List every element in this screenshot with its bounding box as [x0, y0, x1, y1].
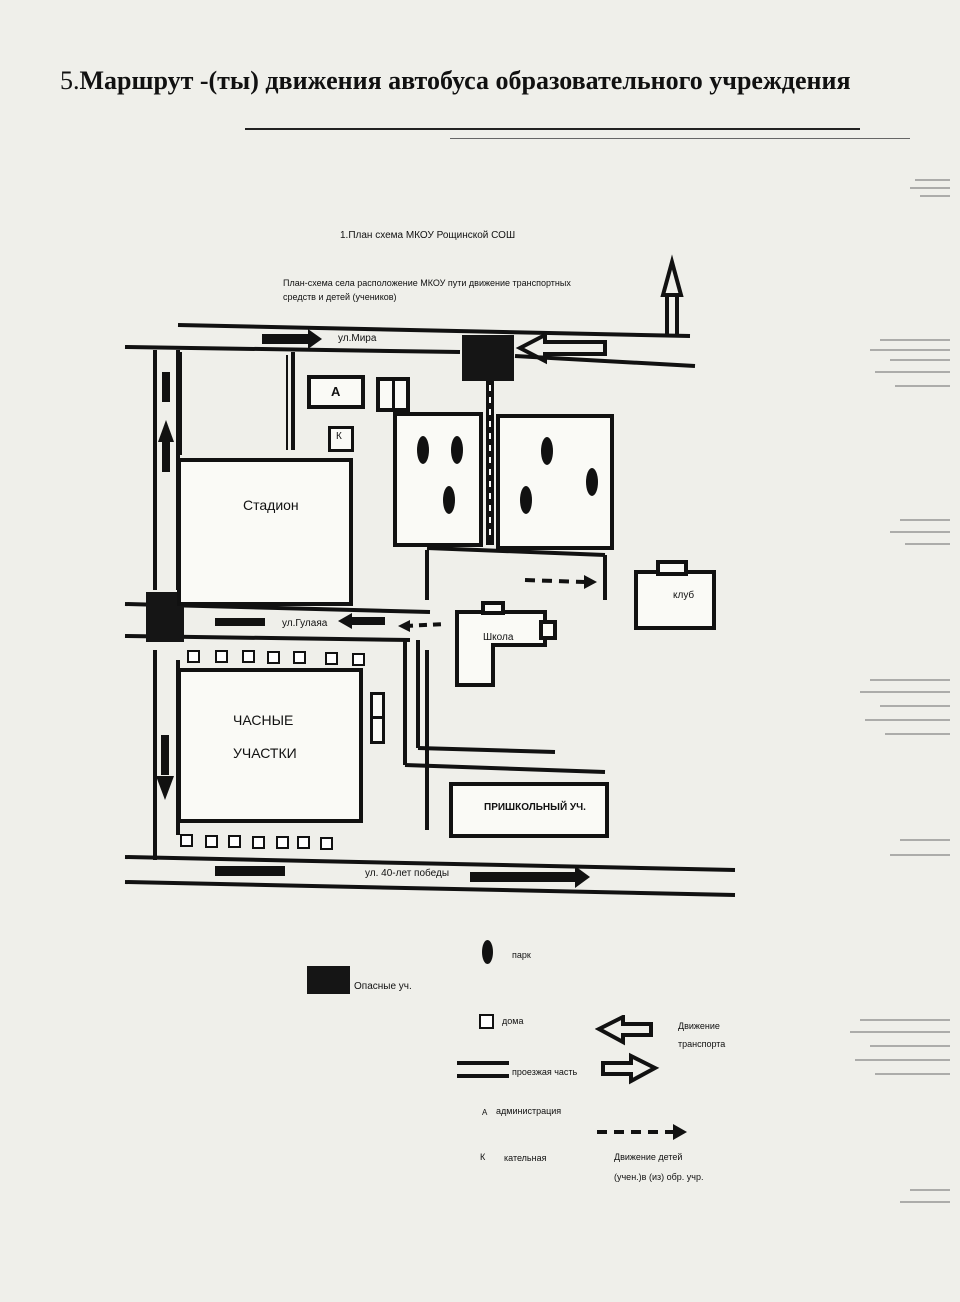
map-description-2: средств и детей (учеников) — [283, 292, 397, 302]
admin-building — [307, 375, 365, 409]
admin-letter: А — [331, 384, 341, 399]
legend-admin-letter: А — [482, 1108, 488, 1117]
children-path — [398, 575, 597, 632]
map-frame-top — [245, 128, 860, 130]
stadium-label: Стадион — [243, 497, 299, 513]
private-plots-label-1: ЧАСНЫЕ — [233, 712, 294, 728]
club-label: клуб — [673, 590, 695, 601]
map-subtitle: 1.План схема МКОУ Рощинской СОШ — [340, 230, 516, 241]
heading-number: 5. — [60, 66, 80, 95]
legend-roadway-icon-2 — [457, 1074, 509, 1078]
boiler-building — [328, 426, 354, 452]
house-icon — [325, 652, 338, 665]
legend-houses-label: дома — [502, 1016, 524, 1026]
house-icon — [293, 651, 306, 664]
boiler-letter: К — [336, 431, 342, 442]
map-frame-top-2 — [450, 138, 910, 139]
street-pobedy-roadway — [124, 855, 736, 897]
legend-traffic-label-1: Движение — [678, 1021, 720, 1031]
stadium — [177, 458, 353, 606]
house-icon — [267, 651, 280, 664]
private-plots — [177, 668, 363, 823]
page-heading: 5.Маршрут -(ты) движения автобуса образо… — [60, 66, 950, 96]
house-icon — [320, 837, 333, 850]
house-icon — [252, 836, 265, 849]
house-icon — [297, 836, 310, 849]
private-plots-label-2: УЧАСТКИ — [233, 745, 297, 761]
street-label-mira: ул.Мира — [338, 333, 377, 344]
street-label-gulaya: ул.Гулаяа — [282, 618, 328, 629]
legend-boiler-letter: К — [480, 1152, 486, 1162]
legend-boiler-label: кательная — [504, 1153, 547, 1163]
house-icon — [205, 835, 218, 848]
tree-icon — [451, 436, 463, 464]
traffic-arrow-mira-right — [262, 329, 322, 349]
legend-house-icon — [479, 1014, 494, 1029]
house-icon — [187, 650, 200, 663]
legend-children-arrow — [597, 1124, 687, 1140]
club-building — [634, 560, 716, 630]
legend-traffic-arrows — [595, 1015, 660, 1085]
legend-admin-label: администрация — [496, 1106, 562, 1116]
legend-roadway-label: проезжая часть — [512, 1067, 578, 1077]
school-building — [455, 601, 557, 687]
traffic-arrow-pobedy — [215, 866, 590, 888]
traffic-arrow-left-down — [156, 735, 174, 800]
tree-icon — [586, 468, 598, 496]
traffic-arrow-mira-left — [515, 331, 607, 365]
heading-text: Маршрут -(ты) движения автобуса образова… — [79, 66, 851, 95]
danger-zone-mira — [462, 335, 514, 381]
school-paths — [403, 546, 607, 830]
legend-danger-icon — [307, 966, 350, 994]
house-icon — [242, 650, 255, 663]
legend-park-label: парк — [512, 950, 531, 960]
tree-icon — [443, 486, 455, 514]
legend-danger-label: Опасные уч. — [354, 981, 412, 992]
traffic-arrow-gulaya — [215, 613, 385, 629]
tree-icon — [541, 437, 553, 465]
north-arrow — [660, 254, 684, 336]
house-icon — [228, 835, 241, 848]
house-icon — [180, 834, 193, 847]
legend-roadway-icon — [457, 1061, 509, 1065]
outbuilding-divider — [392, 377, 395, 412]
house-icon — [215, 650, 228, 663]
tree-icon — [417, 436, 429, 464]
house-icon — [352, 653, 365, 666]
legend-park-icon — [482, 940, 493, 964]
legend-children-label-2: (учен.)в (из) обр. учр. — [614, 1172, 704, 1182]
legend-children-label-1: Движение детей — [614, 1152, 683, 1162]
school-plot-label: ПРИШКОЛЬНЫЙ УЧ. — [484, 802, 586, 813]
traffic-arrow-left-up — [158, 372, 174, 472]
tree-icon — [520, 486, 532, 514]
school-label: Школа — [483, 632, 514, 643]
side-building-divider — [370, 716, 385, 719]
legend-traffic-label-2: транспорта — [678, 1039, 726, 1049]
map-description-1: План-схема села расположение МКОУ пути д… — [283, 278, 571, 288]
scan-noise — [850, 179, 950, 1203]
street-label-pobedy: ул. 40-лет победы — [365, 868, 450, 879]
park-left — [393, 412, 483, 547]
house-icon — [276, 836, 289, 849]
school-plot — [449, 782, 609, 838]
